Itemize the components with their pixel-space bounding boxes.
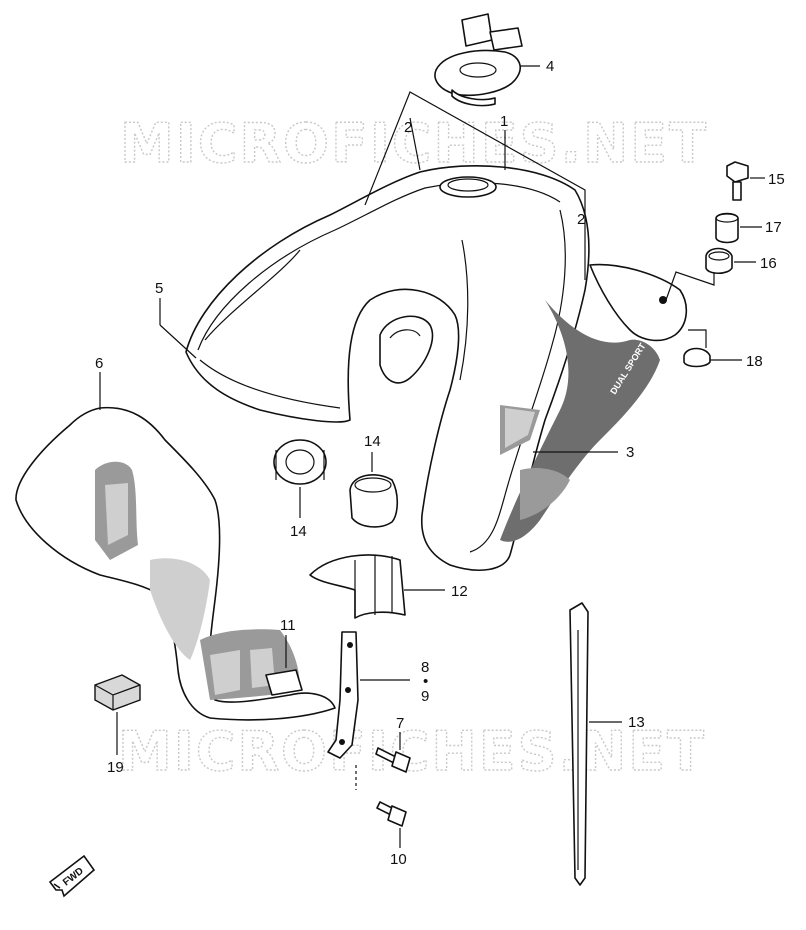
bolt-10 <box>355 765 407 827</box>
callout-7: 7 <box>396 715 404 732</box>
watermark-bottom: MICROFICHES.NET <box>118 720 706 783</box>
callout-2-upper: 2 <box>404 119 412 136</box>
forward-direction-arrow: FWD <box>48 854 96 898</box>
callout-16: 16 <box>760 255 777 272</box>
callout-sep: • <box>423 673 428 690</box>
callout-8: 8 <box>421 659 429 676</box>
callout-3: 3 <box>626 444 634 461</box>
callout-15: 15 <box>768 171 785 188</box>
callout-12: 12 <box>451 583 468 600</box>
callout-14-right: 14 <box>364 433 381 450</box>
bolt-7 <box>375 747 411 773</box>
callout-4: 4 <box>546 58 554 75</box>
watermark-top: MICROFICHES.NET <box>120 112 708 175</box>
callout-17: 17 <box>765 219 782 236</box>
callout-9: 9 <box>421 688 429 705</box>
fuel-cap <box>434 13 523 107</box>
callout-19: 19 <box>107 759 124 776</box>
callout-1: 1 <box>500 113 508 130</box>
pad-19 <box>94 674 141 711</box>
cushion-14-right <box>349 474 399 528</box>
bracket-8-9 <box>327 631 359 759</box>
cushion-11 <box>265 669 303 696</box>
cushion-14-left <box>273 439 327 485</box>
grommet-16 <box>705 247 733 275</box>
callout-13: 13 <box>628 714 645 731</box>
collar-17 <box>715 212 739 244</box>
callouts: 4 2 1 2 15 17 16 5 6 18 14 3 14 12 11 8 … <box>95 58 785 868</box>
callout-5: 5 <box>155 280 163 297</box>
leader-lines <box>99 65 765 848</box>
callout-2-right: 2 <box>577 211 585 228</box>
band-13 <box>569 602 589 886</box>
damper-12 <box>309 554 406 619</box>
grommet-18 <box>683 347 711 368</box>
callout-11: 11 <box>280 617 296 634</box>
callout-10: 10 <box>390 851 407 868</box>
bolt-15 <box>726 161 749 201</box>
fuel-tank: DUAL SPORT <box>185 165 688 571</box>
callout-14-left: 14 <box>290 523 307 540</box>
callout-6: 6 <box>95 355 103 372</box>
callout-18: 18 <box>746 353 763 370</box>
